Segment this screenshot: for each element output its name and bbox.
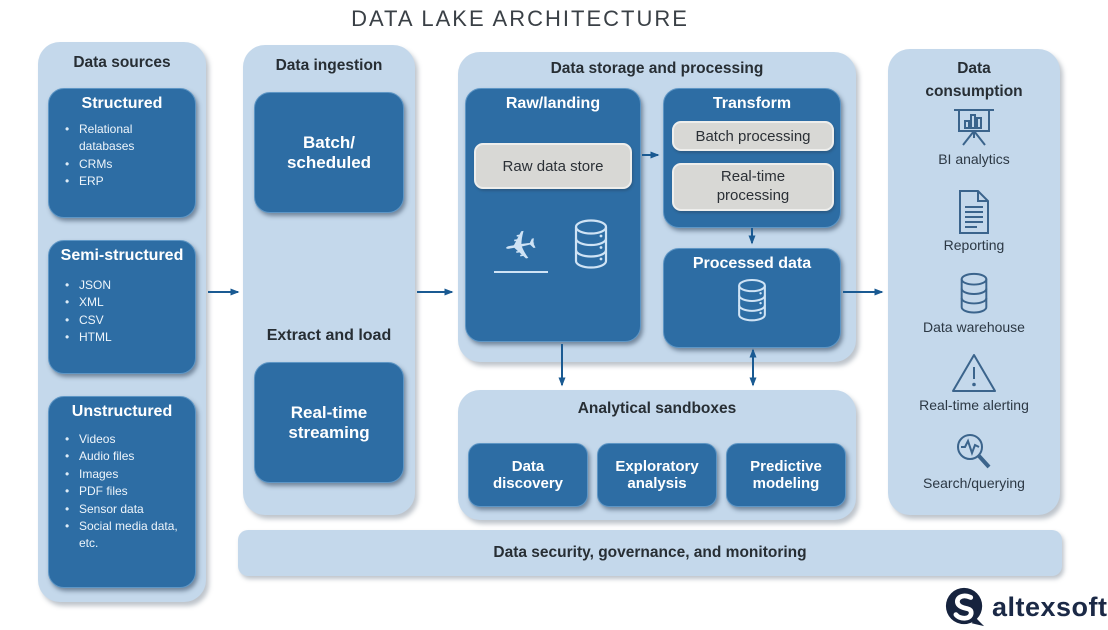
processed-data-box: Processed data: [663, 248, 841, 348]
batch-scheduled-box: Batch/ scheduled: [254, 92, 404, 213]
real-time-alerting-label: Real-time alerting: [919, 397, 1029, 413]
raw-landing-box: Raw/landing Raw data store ✈: [465, 88, 641, 342]
list-item: JSON: [63, 277, 191, 295]
processed-data-title: Processed data: [692, 255, 812, 272]
transform-title: Transform: [712, 95, 792, 112]
semi-structured-box: Semi-structured JSONXMLCSVHTML: [48, 240, 196, 374]
altexsoft-logo-icon: [945, 587, 985, 627]
list-item: Images: [63, 466, 191, 484]
structured-title: Structured: [81, 95, 163, 112]
data-consumption-header: Data consumption: [925, 60, 1023, 101]
unstructured-title: Unstructured: [71, 403, 173, 420]
list-item: Videos: [63, 431, 191, 449]
semi-structured-list: JSONXMLCSVHTML: [49, 277, 195, 347]
semi-structured-title: Semi-structured: [60, 247, 184, 264]
transform-box: Transform Batch processing Real-time pro…: [663, 88, 841, 228]
list-item: Social media data, etc.: [63, 518, 191, 553]
search-pulse-icon: [957, 434, 991, 469]
security-governance-label: Data security, governance, and monitorin…: [493, 544, 807, 561]
data-warehouse-label: Data warehouse: [923, 319, 1025, 335]
data-ingestion-panel: Data ingestion Batch/ scheduled Extract …: [243, 45, 415, 515]
list-item: XML: [63, 294, 191, 312]
structured-list: Relational databasesCRMsERP: [49, 121, 195, 191]
data-storage-header: Data storage and processing: [550, 60, 764, 77]
real-time-alerting-item: Real-time alerting: [888, 351, 1060, 413]
database-icon: [738, 278, 766, 322]
batch-scheduled-label: Batch/ scheduled: [286, 132, 372, 172]
page-title: DATA LAKE ARCHITECTURE: [351, 6, 689, 31]
exploratory-analysis-box: Exploratory analysis: [597, 443, 717, 507]
data-storage-processing-panel: Data storage and processing Raw/landing …: [458, 52, 856, 362]
document-icon: [959, 190, 989, 234]
raw-data-store-box: Raw data store: [474, 143, 632, 189]
unstructured-list: VideosAudio filesImagesPDF filesSensor d…: [49, 431, 195, 553]
altexsoft-logo-text: altexsoft: [992, 591, 1108, 622]
security-governance-bar: Data security, governance, and monitorin…: [238, 530, 1062, 576]
warning-triangle-icon: [952, 354, 996, 392]
data-sources-header: Data sources: [73, 54, 171, 71]
data-warehouse-item: Data warehouse: [888, 271, 1060, 335]
bi-analytics-item: BI analytics: [888, 105, 1060, 167]
data-consumption-panel: Data consumption BI analytics: [888, 49, 1060, 515]
unstructured-box: Unstructured VideosAudio filesImagesPDF …: [48, 396, 196, 588]
list-item: HTML: [63, 329, 191, 347]
list-item: Audio files: [63, 448, 191, 466]
real-time-streaming-label: Real-time streaming: [288, 402, 370, 442]
list-item: CRMs: [63, 156, 191, 174]
list-item: CSV: [63, 312, 191, 330]
raw-landing-title: Raw/landing: [505, 95, 601, 112]
batch-processing-box: Batch processing: [672, 121, 834, 151]
database-icon: [960, 272, 988, 314]
reporting-item: Reporting: [888, 189, 1060, 253]
list-item: Relational databases: [63, 121, 191, 156]
list-item: ERP: [63, 173, 191, 191]
raw-data-store-label: Raw data store: [502, 157, 604, 175]
list-item: Sensor data: [63, 501, 191, 519]
data-ingestion-header: Data ingestion: [275, 57, 383, 74]
bi-analytics-label: BI analytics: [938, 151, 1010, 167]
search-querying-label: Search/querying: [923, 475, 1025, 491]
reporting-label: Reporting: [943, 237, 1005, 253]
real-time-processing-box: Real-time processing: [672, 163, 834, 211]
extract-and-load-label: Extract and load: [266, 327, 392, 344]
analytical-sandboxes-header: Analytical sandboxes: [577, 400, 737, 417]
altexsoft-logo: altexsoft: [944, 586, 1108, 628]
plane-landing-icon: ✈: [494, 222, 548, 273]
real-time-processing-label: Real-time processing: [716, 168, 790, 204]
analytical-sandboxes-panel: Analytical sandboxes Data discovery Expl…: [458, 390, 856, 520]
real-time-streaming-box: Real-time streaming: [254, 362, 404, 483]
list-item: PDF files: [63, 483, 191, 501]
data-discovery-box: Data discovery: [468, 443, 588, 507]
predictive-modeling-box: Predictive modeling: [726, 443, 846, 507]
structured-box: Structured Relational databasesCRMsERP: [48, 88, 196, 218]
data-sources-panel: Data sources Structured Relational datab…: [38, 42, 206, 602]
batch-processing-label: Batch processing: [695, 127, 811, 145]
database-icon: [574, 219, 608, 269]
presentation-chart-icon: [954, 109, 994, 146]
search-querying-item: Search/querying: [888, 431, 1060, 491]
